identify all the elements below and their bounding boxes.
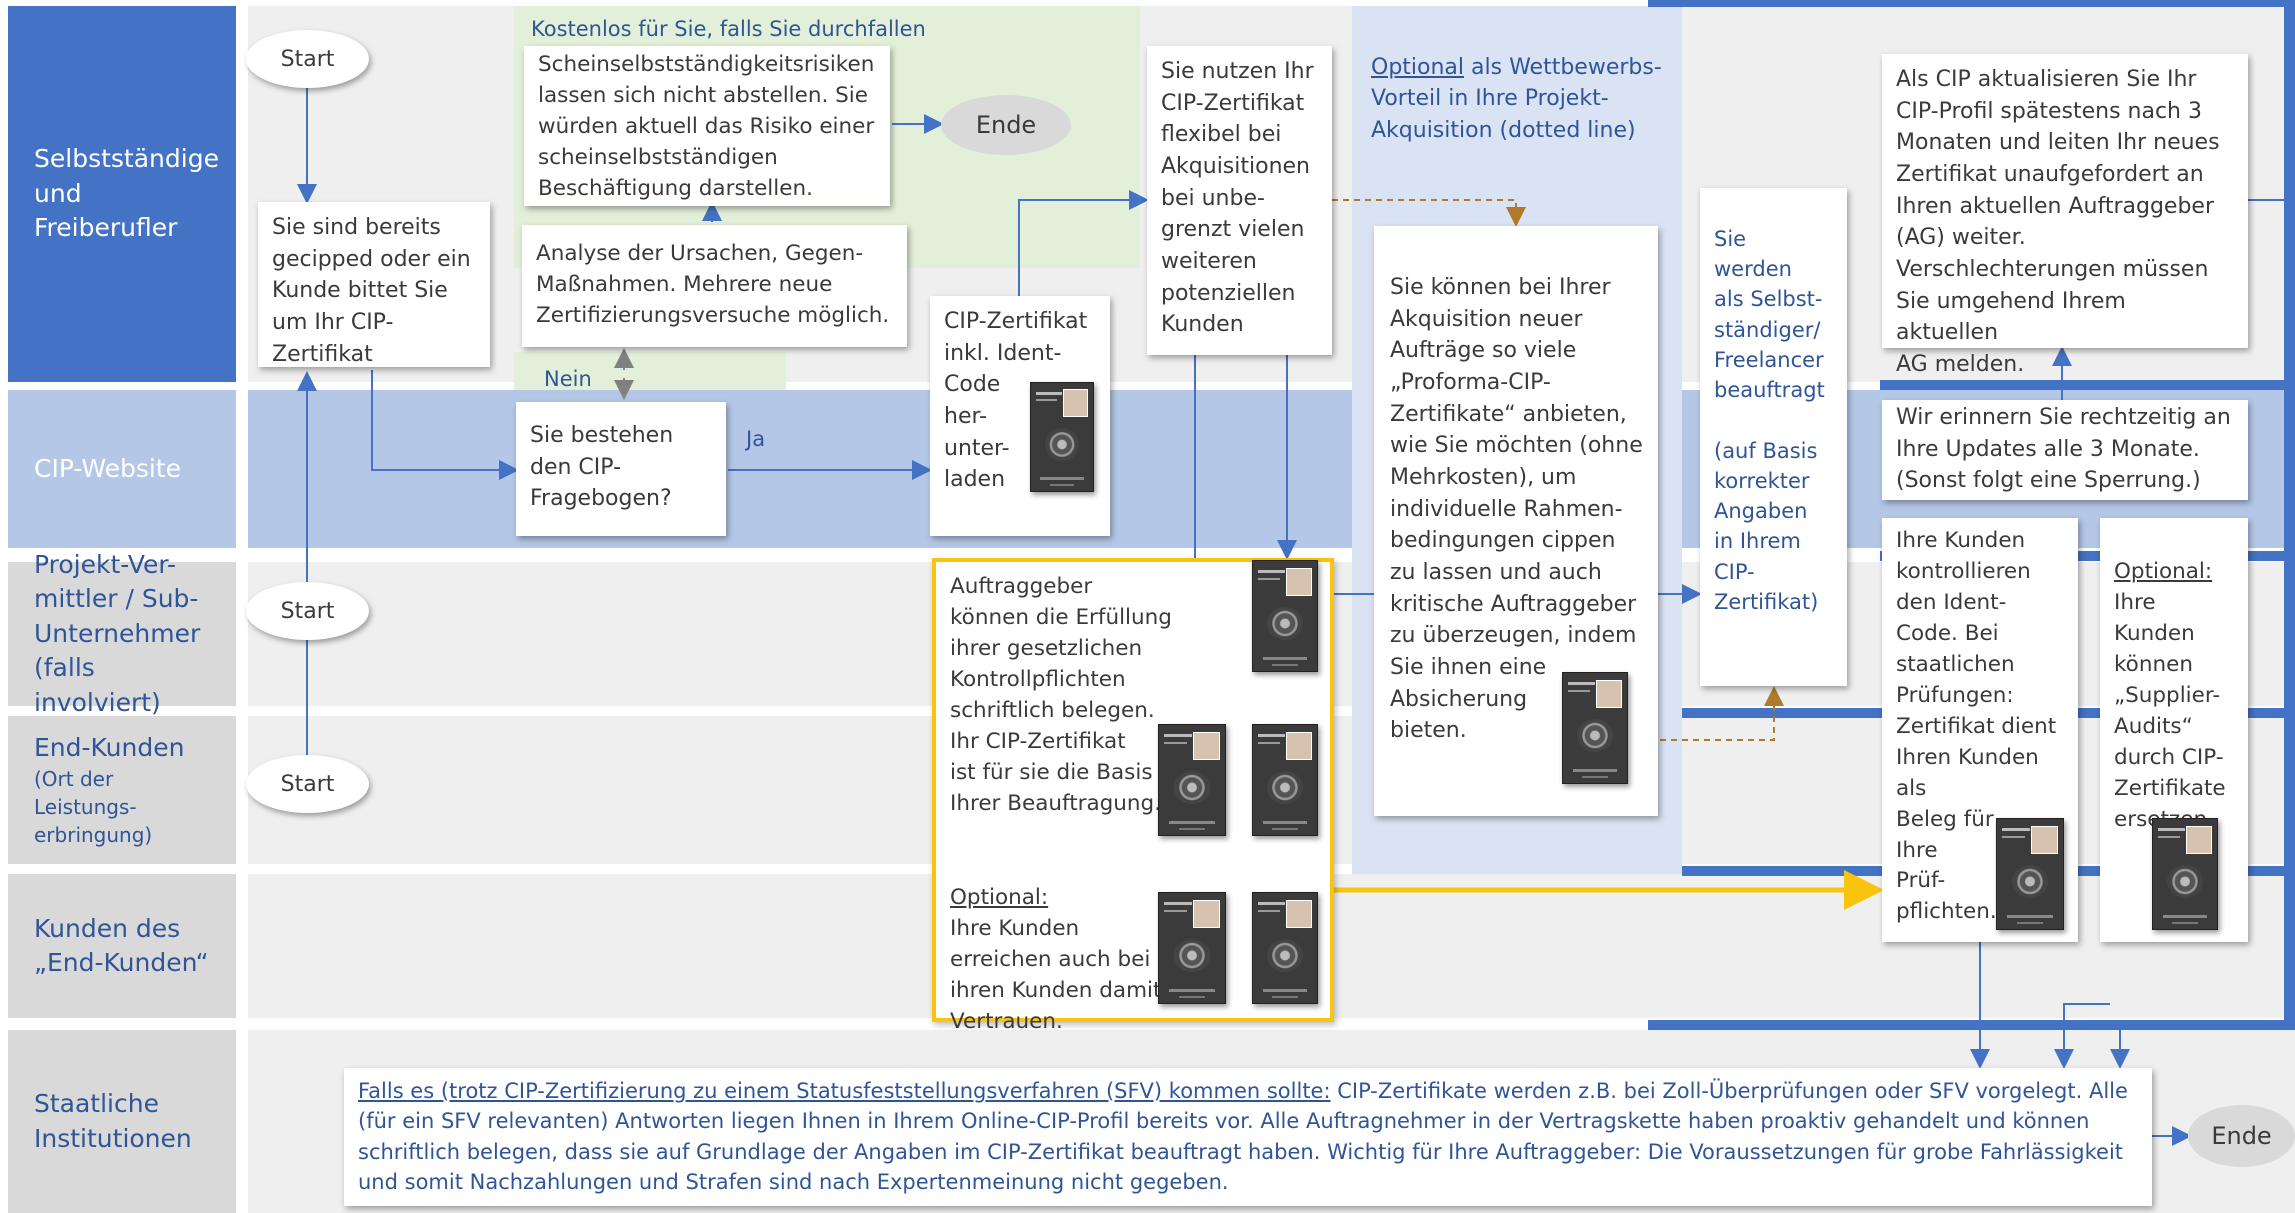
arrow-gecipped-to-fragebogen bbox=[371, 370, 519, 480]
right-bar-6 bbox=[1648, 1020, 2295, 1030]
erinnern-box: Wir erinnern Sie rechtzeitig an Ihre Upd… bbox=[1882, 400, 2248, 500]
optional-note-text: als Wettbewerbs- Vorteil in Ihre Projekt… bbox=[1371, 54, 1662, 144]
certificate-icon-audit bbox=[2152, 818, 2218, 930]
lane-label-kunden-end: Kunden des „End-Kunden“ bbox=[8, 874, 236, 1018]
certificate-icon-endkunden-2 bbox=[1252, 724, 1318, 836]
arrow-optional3-to-sfv bbox=[2054, 1003, 2110, 1069]
optional-note-keyword: Optional bbox=[1371, 54, 1465, 80]
ende-oval-risiken[interactable]: Ende bbox=[941, 95, 1071, 155]
right-bar-top bbox=[1648, 0, 2295, 7]
arrow-herunterladen-to-flexibel bbox=[1018, 190, 1149, 296]
proforma-box: Sie können bei Ihrer Akquisition neuer A… bbox=[1374, 226, 1658, 816]
optional-audit-keyword: Optional: bbox=[2114, 558, 2213, 584]
ende-oval-staatlich[interactable]: Ende bbox=[2188, 1105, 2295, 1167]
beauftragt-box: Sie werden als Selbst- ständiger/ Freela… bbox=[1700, 188, 1847, 686]
sfv-box: Falls es (trotz CIP-Zertifizierung zu ei… bbox=[344, 1068, 2152, 1206]
flexibel-box: Sie nutzen Ihr CIP-Zertifikat flexibel b… bbox=[1147, 46, 1332, 355]
auftraggeber-optional: Optional: Ihre Kunden erreichen auch bei… bbox=[950, 852, 1161, 1038]
start-oval-vermittler[interactable]: Start bbox=[246, 582, 369, 640]
lane-label-endkunden-sub: (Ort der Leistungs- erbringung) bbox=[34, 767, 153, 848]
certificate-icon-vermittler bbox=[1252, 560, 1318, 672]
lane-label-staatlich: Staatliche Institutionen bbox=[8, 1030, 236, 1213]
right-bar-2 bbox=[1880, 380, 2295, 390]
ja-label: Ja bbox=[746, 427, 766, 451]
fragebogen-box: Sie bestehen den CIP- Fragebogen? bbox=[516, 402, 726, 536]
auftraggeber-optional-keyword: Optional: bbox=[950, 884, 1049, 910]
lane-label-cip: CIP-Website bbox=[8, 390, 236, 548]
start-oval-selbst[interactable]: Start bbox=[246, 30, 369, 88]
certificate-icon-herunterladen bbox=[1030, 382, 1094, 492]
certificate-icon-endkunden-1 bbox=[1158, 724, 1226, 836]
kostenlos-label: Kostenlos für Sie, falls Sie durchfallen bbox=[531, 17, 926, 41]
sfv-condition: Falls es (trotz CIP-Zertifizierung zu ei… bbox=[358, 1079, 1331, 1103]
optional-audit-text: Ihre Kunden können „Supplier- Audits“ du… bbox=[2114, 589, 2226, 832]
certificate-icon-proforma bbox=[1562, 672, 1628, 784]
lane-label-endkunden: End-Kunden (Ort der Leistungs- erbringun… bbox=[8, 716, 236, 864]
lane-label-selbst: Selbstständige und Freiberufler bbox=[8, 6, 236, 382]
certificate-icon-kunden-2 bbox=[1252, 892, 1318, 1004]
optional-note: Optional als Wettbewerbs- Vorteil in Ihr… bbox=[1371, 20, 1662, 147]
certificate-icon-kontrollieren bbox=[1996, 818, 2064, 930]
nein-label: Nein bbox=[544, 367, 592, 391]
analyse-box: Analyse der Ursachen, Gegen- Maßnahmen. … bbox=[522, 225, 907, 347]
start-oval-endkunden[interactable]: Start bbox=[246, 755, 369, 813]
right-bar-vertical bbox=[2284, 0, 2295, 1030]
nein-area bbox=[514, 352, 786, 390]
aktualisieren-box: Als CIP aktualisieren Sie Ihr CIP-Profil… bbox=[1882, 54, 2248, 377]
lane-label-endkunden-main: End-Kunden bbox=[34, 732, 185, 762]
right-bar-3 bbox=[1880, 551, 2295, 561]
auftraggeber-optional-text: Ihre Kunden erreichen auch bei ihren Kun… bbox=[950, 915, 1162, 1034]
dotted-flexibel-to-proforma bbox=[1332, 199, 1526, 227]
dotted-proforma-to-beauftragt bbox=[1660, 686, 1784, 741]
certificate-icon-kunden-1 bbox=[1158, 892, 1226, 1004]
auftraggeber-text: Auftraggeber können die Erfüllung ihrer … bbox=[950, 574, 1172, 816]
sfv-text: CIP-Zertifikate werden z.B. bei Zoll-Übe… bbox=[358, 1079, 2128, 1195]
risiken-box: Scheinselbstständigkeitsrisiken lassen s… bbox=[524, 46, 890, 206]
gecipped-box: Sie sind bereits gecipped oder ein Kunde… bbox=[258, 202, 490, 367]
